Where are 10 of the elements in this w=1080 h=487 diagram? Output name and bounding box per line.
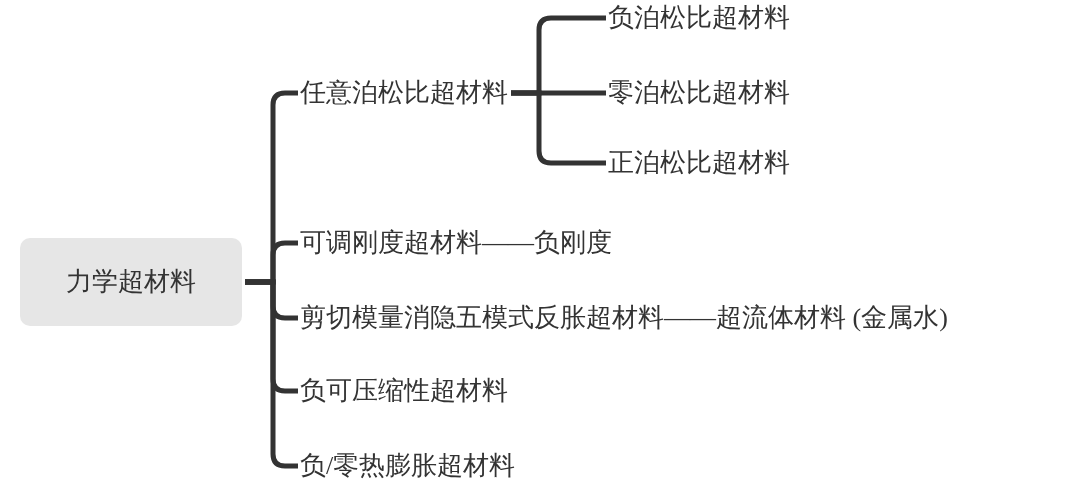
topic-box: 力学超材料 [20, 238, 242, 326]
branch-label: 可调刚度超材料——负刚度 [300, 227, 612, 259]
branch-label: 零泊松比超材料 [608, 77, 790, 109]
branch-label: 任意泊松比超材料 [300, 77, 508, 109]
branch-label: 负泊松比超材料 [608, 2, 790, 34]
branch-label: 负可压缩性超材料 [300, 375, 508, 407]
branch-label: 正泊松比超材料 [608, 147, 790, 179]
branch-label: 剪切模量消隐五模式反胀超材料——超流体材料 (金属水) [300, 302, 948, 334]
branch-label: 负/零热膨胀超材料 [300, 450, 516, 482]
bracket-connector [511, 90, 606, 166]
